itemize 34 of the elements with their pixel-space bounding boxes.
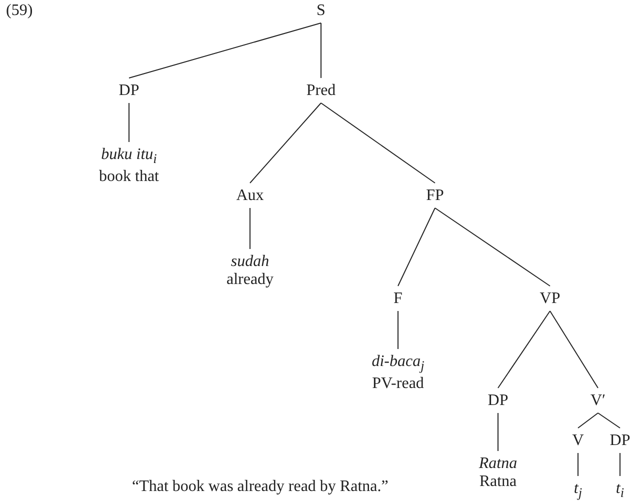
trace-symbol: t$_{i}$ [616, 480, 624, 502]
word-form: di-baca$_{j}$ [372, 353, 424, 376]
tree-branch [320, 102, 436, 184]
category-label: DP [118, 82, 140, 100]
trace-symbol: t$_{j}$ [574, 480, 582, 502]
gloss-text: PV-read [372, 375, 424, 394]
category-label: S [316, 2, 326, 20]
tree-branch [128, 22, 322, 78]
gloss-text: book that [99, 168, 159, 186]
tree-branch [398, 208, 436, 286]
tree-branch [498, 310, 550, 388]
tree-branch [550, 310, 598, 388]
category-label: Pred [306, 82, 336, 100]
category-label: DP [610, 432, 630, 450]
category-label: VP [540, 290, 560, 308]
word-form: sudah [230, 253, 270, 271]
gloss-text: already [226, 271, 274, 289]
tree-branch [434, 208, 550, 286]
tree-branch [578, 412, 598, 428]
tree-branch [250, 102, 322, 184]
word-form: buku itu$_{i}$ [100, 146, 158, 168]
category-label: F [394, 290, 402, 308]
gloss-text: Ratna [478, 473, 518, 491]
tree-branch [128, 102, 130, 142]
word-form: Ratna [478, 455, 518, 473]
translation-text: “That book was already read by Ratna.” [132, 478, 388, 496]
category-label: DP [488, 392, 508, 410]
tree-branch [320, 22, 322, 78]
category-label: Aux [236, 187, 264, 205]
tree-branch [598, 412, 620, 428]
category-label: V′ [590, 392, 606, 410]
example-number: (59) [6, 2, 33, 20]
category-label: V [572, 432, 584, 450]
category-label: FP [426, 187, 444, 205]
